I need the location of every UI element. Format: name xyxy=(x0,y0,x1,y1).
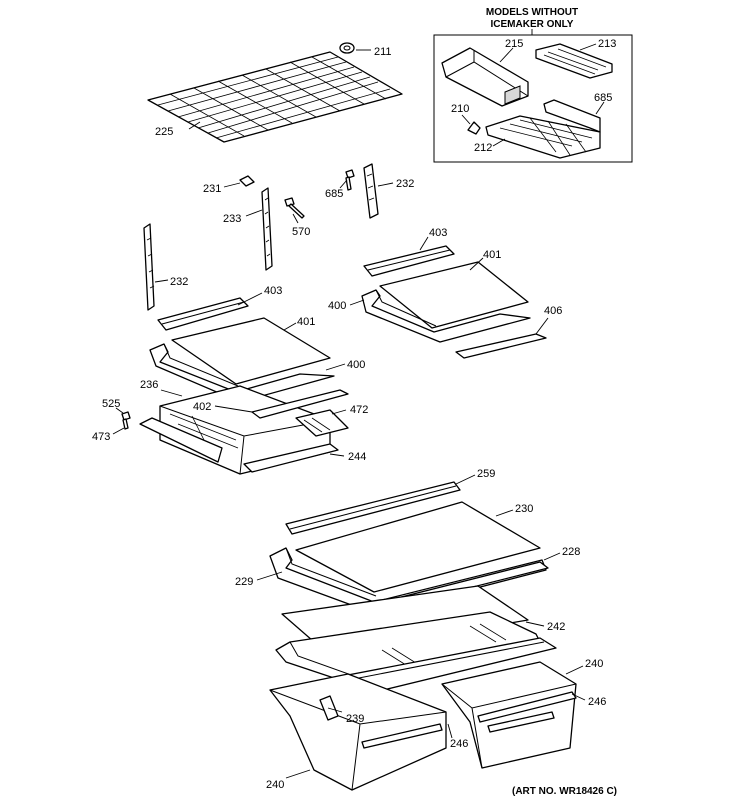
label-402: 402 xyxy=(193,401,211,413)
label-236: 236 xyxy=(140,379,158,391)
ice-tray-213 xyxy=(535,43,613,79)
knob-210 xyxy=(467,121,481,135)
label-211: 211 xyxy=(374,46,392,58)
right-rail-232 xyxy=(363,163,379,219)
label-473: 473 xyxy=(92,431,110,443)
ice-rack-212 xyxy=(485,99,601,159)
label-685-inset: 685 xyxy=(594,92,612,104)
inset-title-line2: ICEMAKER ONLY xyxy=(491,19,574,30)
label-210: 210 xyxy=(451,103,469,115)
label-403-left: 403 xyxy=(264,285,282,297)
screw-525 xyxy=(121,411,131,430)
label-225: 225 xyxy=(155,126,173,138)
label-472: 472 xyxy=(350,404,368,416)
label-231: 231 xyxy=(203,183,221,195)
right-crisper-drawer xyxy=(441,661,577,769)
label-240-left: 240 xyxy=(266,779,284,791)
label-213: 213 xyxy=(598,38,616,50)
label-239: 239 xyxy=(346,713,364,725)
label-240-right: 240 xyxy=(585,658,603,670)
label-401-left: 401 xyxy=(297,316,315,328)
label-232-left: 232 xyxy=(170,276,188,288)
label-229: 229 xyxy=(235,576,253,588)
nut-211 xyxy=(339,42,355,54)
label-233: 233 xyxy=(223,213,241,225)
label-246-left: 246 xyxy=(450,738,468,750)
icemaker-inset: MODELS WITHOUT ICEMAKER ONLY 215 213 210 xyxy=(433,7,633,163)
inset-frame xyxy=(433,34,633,163)
label-401-right: 401 xyxy=(483,249,501,261)
screw-685 xyxy=(345,169,355,191)
label-525: 525 xyxy=(102,398,120,410)
crisper-cover-242 xyxy=(275,585,557,701)
label-246-right: 246 xyxy=(588,696,606,708)
label-406: 406 xyxy=(544,305,562,317)
label-570: 570 xyxy=(292,226,310,238)
left-rail-232 xyxy=(143,223,155,311)
label-230: 230 xyxy=(515,503,533,515)
left-shelf-assembly xyxy=(149,297,335,403)
left-crisper-drawer xyxy=(269,673,447,791)
label-232-right: 232 xyxy=(396,178,414,190)
label-242: 242 xyxy=(547,621,565,633)
screw-570 xyxy=(284,197,305,219)
label-403-right: 403 xyxy=(429,227,447,239)
label-212: 212 xyxy=(474,142,492,154)
clip-231 xyxy=(239,175,255,187)
center-rail-233 xyxy=(261,187,273,271)
inset-title-line1: MODELS WITHOUT xyxy=(486,7,578,18)
label-259: 259 xyxy=(477,468,495,480)
deli-drawer-assembly xyxy=(139,385,349,475)
label-228: 228 xyxy=(562,546,580,558)
label-400-right: 400 xyxy=(328,300,346,312)
right-shelf-assembly xyxy=(361,245,547,359)
label-400-left: 400 xyxy=(347,359,365,371)
bottom-shelf-assembly xyxy=(269,481,549,615)
ice-bucket-215 xyxy=(441,47,529,107)
label-244: 244 xyxy=(348,451,366,463)
label-215: 215 xyxy=(505,38,523,50)
art-number: (ART NO. WR18426 C) xyxy=(512,786,617,797)
label-685: 685 xyxy=(325,188,343,200)
wire-shelf-225 xyxy=(147,51,403,143)
